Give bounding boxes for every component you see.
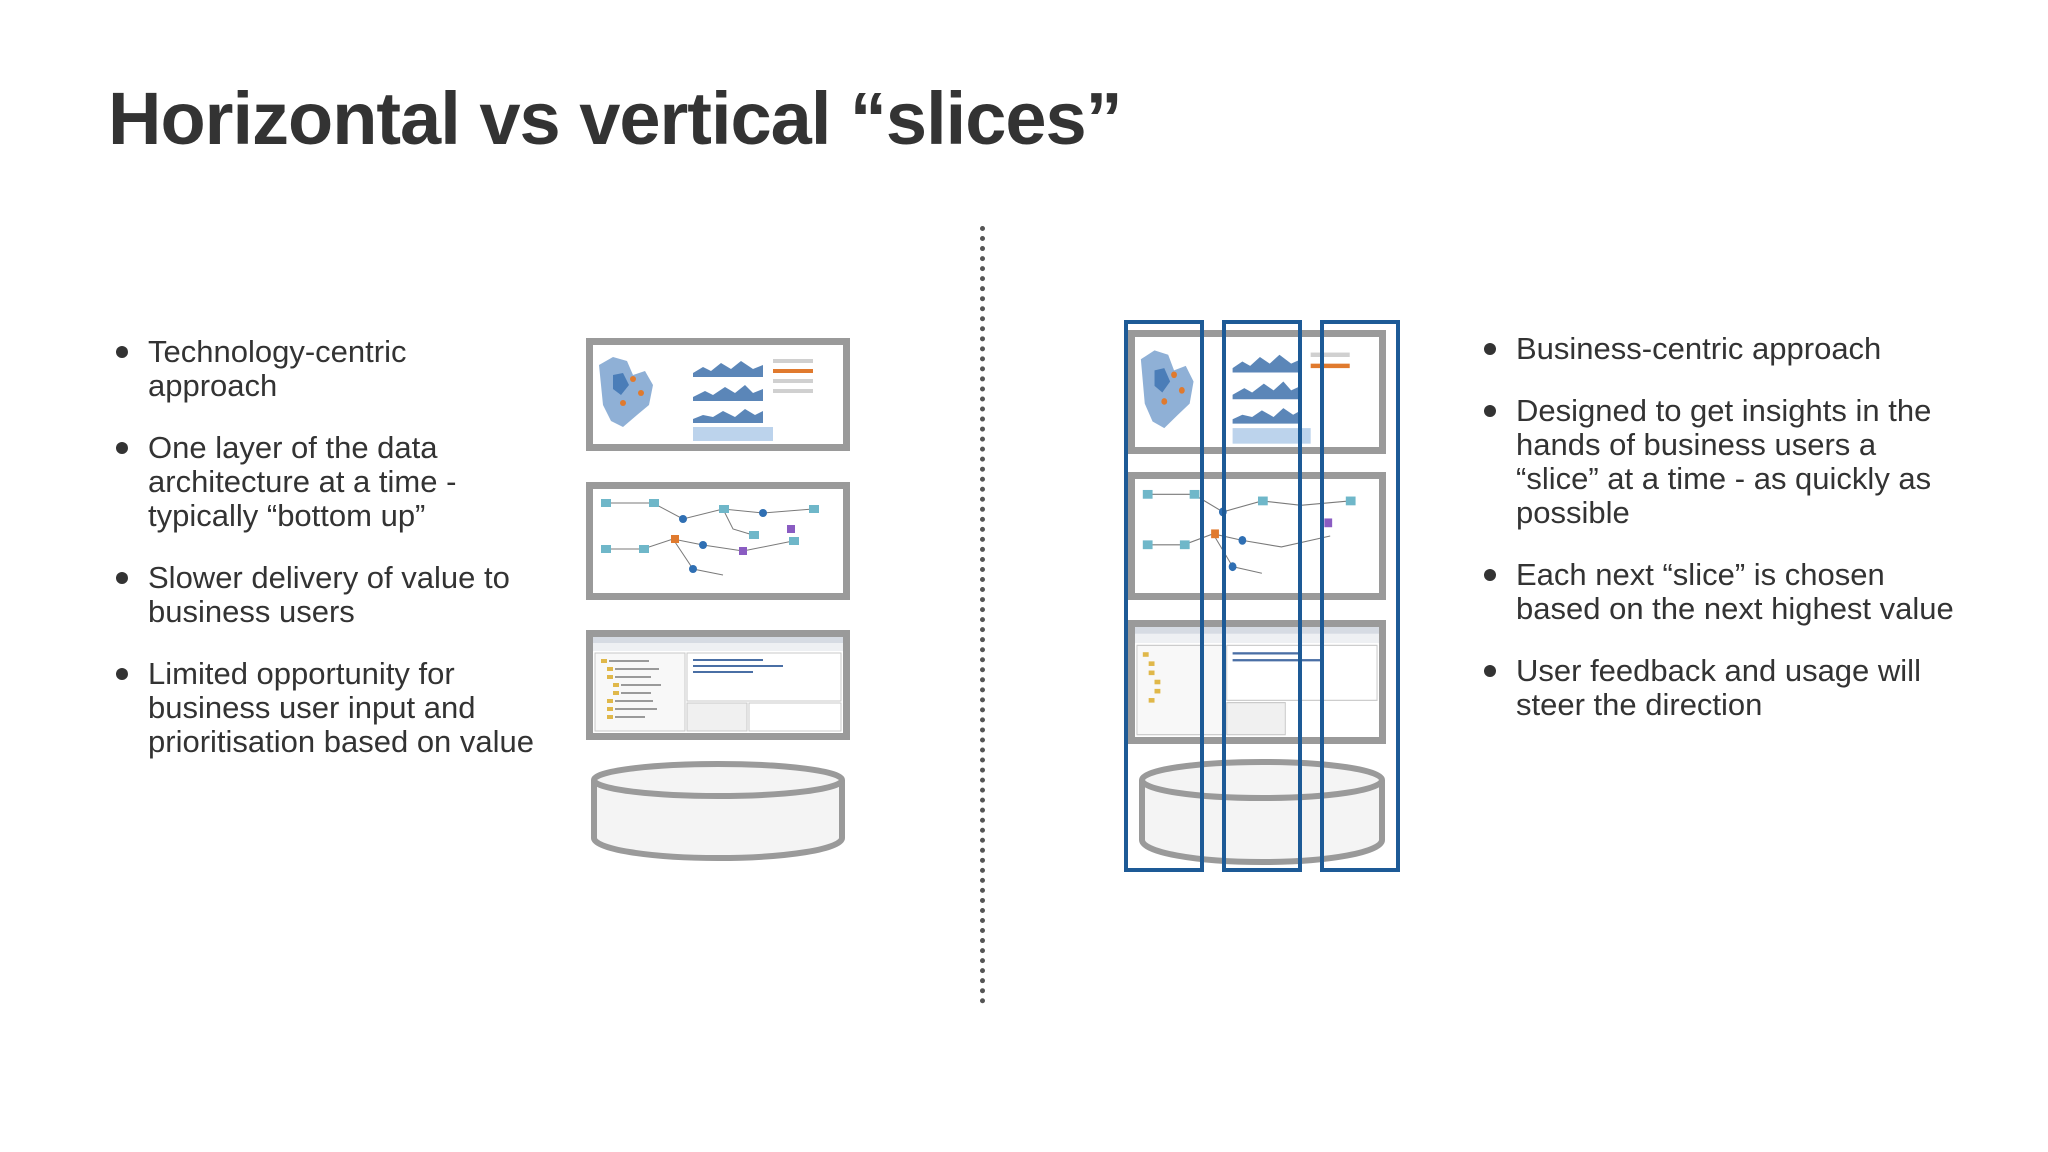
workflow-layer-panel xyxy=(586,482,850,600)
bullet-text: Each next “slice” is chosen based on the… xyxy=(1516,557,1954,626)
list-item: Technology-centric approach xyxy=(112,335,542,403)
dashboard-layer-panel xyxy=(586,338,850,451)
list-item: Each next “slice” is chosen based on the… xyxy=(1480,558,1960,626)
bullet-icon xyxy=(1484,405,1496,417)
page-title: Horizontal vs vertical “slices” xyxy=(108,77,1123,160)
horizontal-slices-bullets: Technology-centric approach One layer of… xyxy=(112,335,542,787)
bullet-text: Technology-centric approach xyxy=(148,334,407,403)
bullet-icon xyxy=(116,572,128,584)
bullet-icon xyxy=(116,346,128,358)
workflow-icon xyxy=(1135,479,1379,593)
bullet-icon xyxy=(1484,665,1496,677)
bullet-text: Designed to get insights in the hands of… xyxy=(1516,393,1932,530)
list-item: Designed to get insights in the hands of… xyxy=(1480,394,1960,530)
bullet-text: User feedback and usage will steer the d… xyxy=(1516,653,1921,722)
vertical-slice-outline xyxy=(1222,320,1302,872)
vertical-slice-outline xyxy=(1124,320,1204,872)
bullet-icon xyxy=(1484,569,1496,581)
section-divider xyxy=(980,226,985,1004)
dashboard-layer-panel xyxy=(1128,330,1386,454)
database-tool-icon xyxy=(593,637,843,733)
workflow-icon xyxy=(593,489,843,593)
vertical-slice-outline xyxy=(1320,320,1400,872)
bullet-icon xyxy=(116,668,128,680)
bullet-text: Business-centric approach xyxy=(1516,331,1882,366)
bullet-text: One layer of the data architecture at a … xyxy=(148,430,457,533)
list-item: Business-centric approach xyxy=(1480,332,1960,366)
list-item: User feedback and usage will steer the d… xyxy=(1480,654,1960,722)
list-item: One layer of the data architecture at a … xyxy=(112,431,542,533)
list-item: Slower delivery of value to business use… xyxy=(112,561,542,629)
bullet-icon xyxy=(1484,343,1496,355)
database-cylinder-icon xyxy=(591,761,845,861)
bullet-text: Slower delivery of value to business use… xyxy=(148,560,510,629)
bullet-text: Limited opportunity for business user in… xyxy=(148,656,535,759)
workflow-layer-panel xyxy=(1128,472,1386,600)
database-tool-layer-panel xyxy=(586,630,850,740)
list-item: Limited opportunity for business user in… xyxy=(112,657,542,759)
dashboard-icon xyxy=(593,345,843,444)
bullet-icon xyxy=(116,442,128,454)
vertical-slices-bullets: Business-centric approach Designed to ge… xyxy=(1480,332,1960,750)
dashboard-icon xyxy=(1135,337,1379,447)
